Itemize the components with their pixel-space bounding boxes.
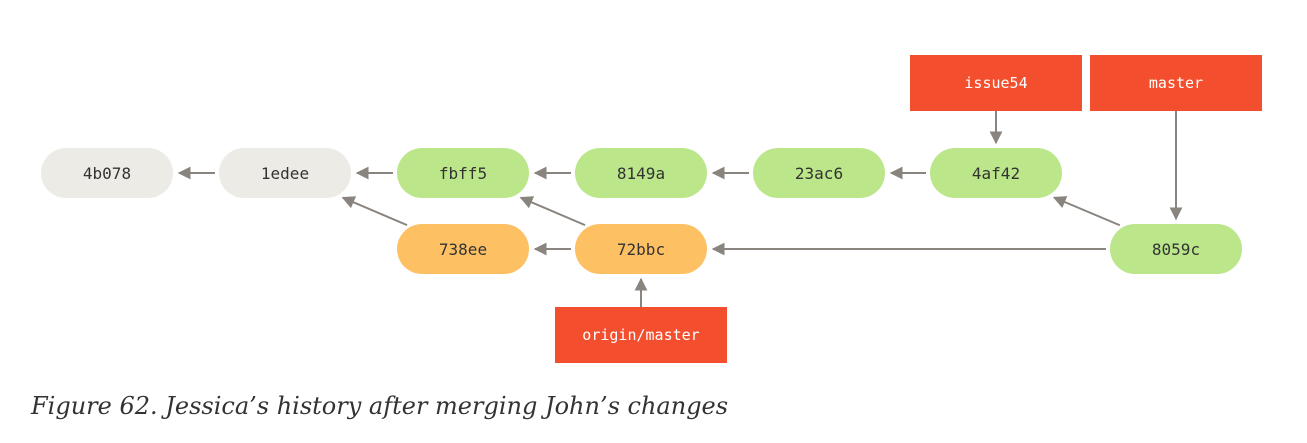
- ref-label: origin/master: [582, 326, 699, 344]
- commit-pill: [753, 148, 885, 198]
- ref-box: [910, 55, 1082, 111]
- refs-layer: issue54 master origin/master: [555, 55, 1262, 363]
- commit-pill: [1110, 224, 1242, 274]
- edge-8059c-to-4af42: [1052, 196, 1121, 227]
- commit-node: fbff5: [397, 148, 529, 198]
- commit-pill: [219, 148, 351, 198]
- commit-node: 8149a: [575, 148, 707, 198]
- commit-pill: [575, 148, 707, 198]
- ref-label: master: [1149, 74, 1203, 92]
- commit-label: fbff5: [439, 164, 487, 183]
- commit-label: 23ac6: [795, 164, 843, 183]
- commits-layer: 4b078 1edee fbff5 8149a 23ac6 4af42 738ee 72bbc…: [41, 148, 1242, 274]
- commit-pill: [575, 224, 707, 274]
- commit-node: 4b078: [41, 148, 173, 198]
- commit-history-diagram: 4b078 1edee fbff5 8149a 23ac6 4af42 738ee 72bbc…: [41, 55, 1262, 363]
- ref-box: [1090, 55, 1262, 111]
- commit-pill: [397, 224, 529, 274]
- commit-node: 1edee: [219, 148, 351, 198]
- ref-label: issue54: [964, 74, 1027, 92]
- edges-layer: [177, 111, 1183, 307]
- commit-label: 4af42: [972, 164, 1020, 183]
- commit-label: 1edee: [261, 164, 309, 183]
- ref-origin-master: origin/master: [555, 307, 727, 363]
- ref-master: master: [1090, 55, 1262, 111]
- commit-pill: [930, 148, 1062, 198]
- commit-node: 23ac6: [753, 148, 885, 198]
- commit-node: 8059c: [1110, 224, 1242, 274]
- commit-label: 8149a: [617, 164, 665, 183]
- figure-caption: Figure 62. Jessica’s history after mergi…: [31, 392, 729, 420]
- edge-72bbc-to-fbff5: [519, 196, 586, 227]
- commit-pill: [41, 148, 173, 198]
- commit-label: 4b078: [83, 164, 131, 183]
- commit-node: 738ee: [397, 224, 529, 274]
- commit-node: 72bbc: [575, 224, 707, 274]
- commit-label: 8059c: [1152, 240, 1200, 259]
- commit-label: 72bbc: [617, 240, 665, 259]
- ref-box: [555, 307, 727, 363]
- edge-738ee-to-1edee: [341, 196, 408, 227]
- ref-issue54: issue54: [910, 55, 1082, 111]
- commit-node: 4af42: [930, 148, 1062, 198]
- commit-label: 738ee: [439, 240, 487, 259]
- commit-pill: [397, 148, 529, 198]
